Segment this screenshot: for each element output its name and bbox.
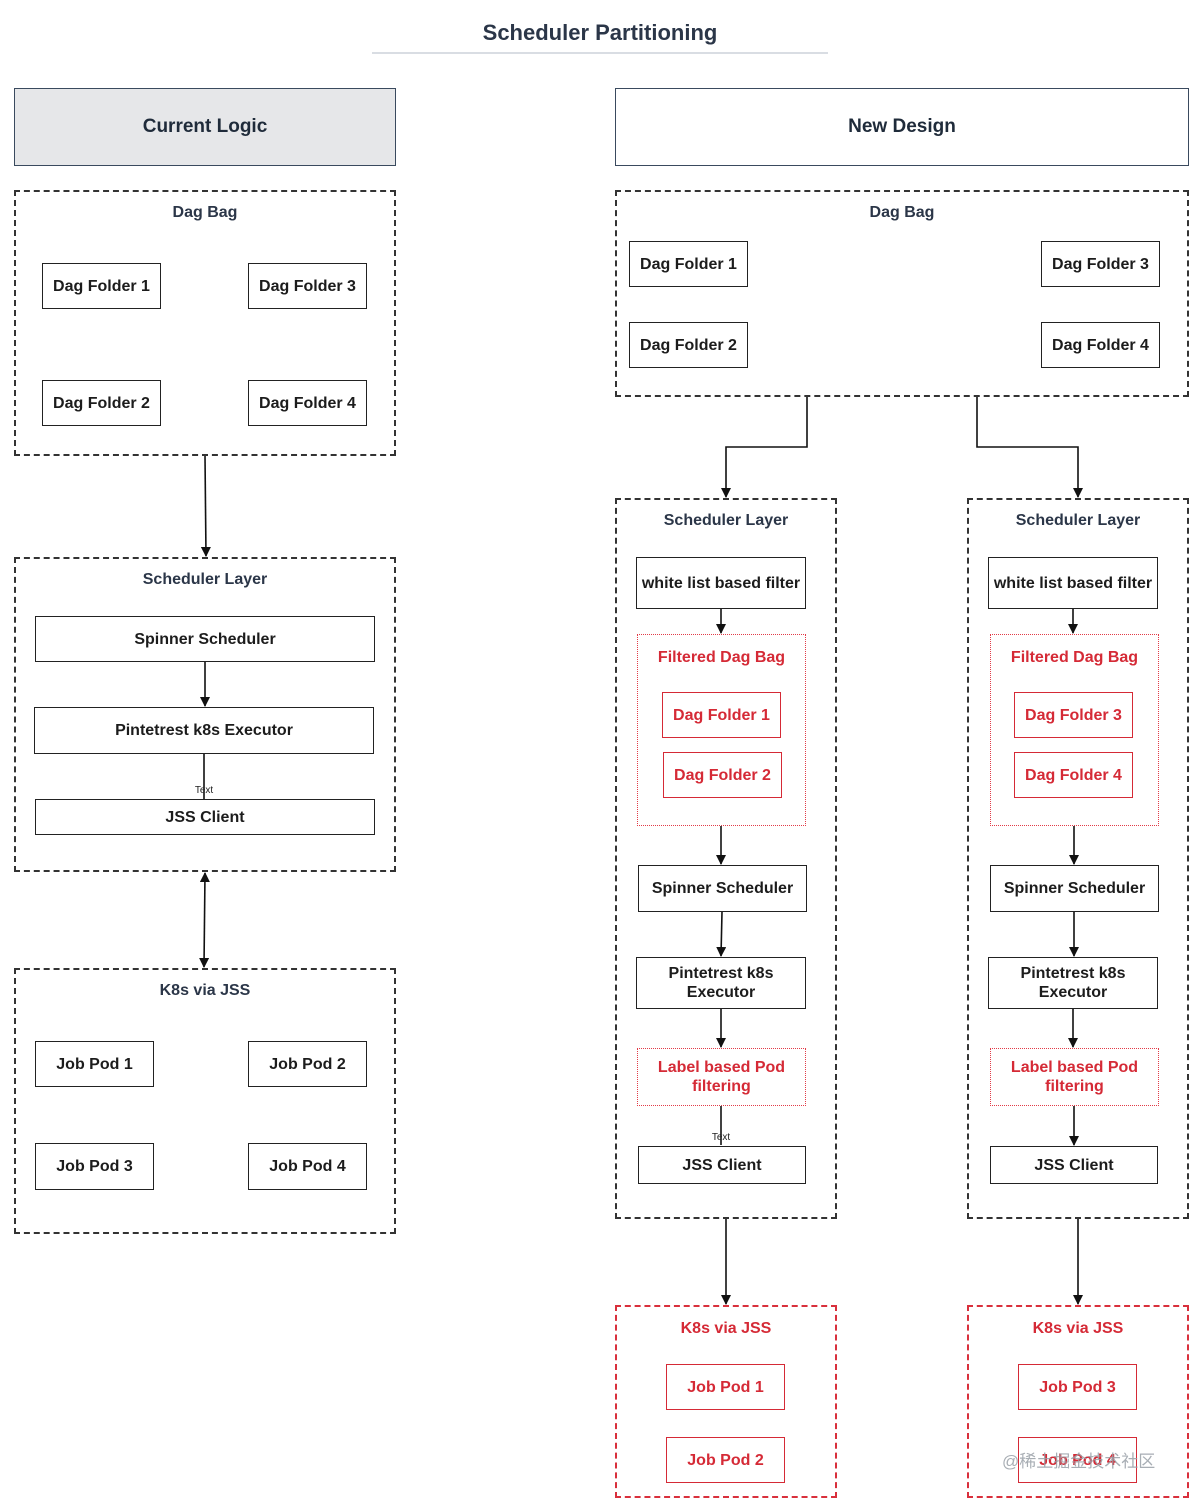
- edge-dagbag-scheduler: [200, 455, 211, 557]
- partition-a-filtered-folder: Dag Folder 2: [663, 752, 782, 798]
- diagram-title: Scheduler Partitioning: [482, 20, 718, 45]
- partition-b-spinner-scheduler: Spinner Scheduler: [990, 865, 1159, 912]
- partition-b-scheduler-group: [967, 498, 1189, 1219]
- current-logic-header: Current Logic: [14, 88, 396, 166]
- left-scheduler-layer-label: Scheduler Layer: [142, 571, 268, 588]
- left-scheduler-layer-group: [14, 557, 396, 872]
- partition-b-job-pod: Job Pod 4: [1018, 1437, 1137, 1483]
- edge-scheduler-k8s: [199, 872, 210, 968]
- edge-a-spinner-executor: [716, 911, 727, 957]
- right-dag-bag-group: [615, 190, 1189, 397]
- left-dag-folder: Dag Folder 1: [42, 263, 161, 309]
- left-dag-folder: Dag Folder 2: [42, 380, 161, 426]
- partition-b-k8s-executor: Pintetrest k8s Executor: [988, 957, 1158, 1009]
- partition-a-jss-client: JSS Client: [638, 1146, 806, 1184]
- left-dag-bag-group: [14, 190, 396, 456]
- left-edge-text: Text: [194, 785, 214, 796]
- partition-a-k8s-executor: Pintetrest k8s Executor: [636, 957, 806, 1009]
- partition-b-k8s-group: [967, 1305, 1189, 1498]
- right-dag-folder: Dag Folder 3: [1041, 241, 1160, 287]
- left-dag-folder: Dag Folder 3: [248, 263, 367, 309]
- left-k8s-label: K8s via JSS: [159, 982, 251, 999]
- partition-b-job-pod: Job Pod 3: [1018, 1364, 1137, 1410]
- left-dag-bag-label: Dag Bag: [172, 204, 238, 221]
- title-underline: [372, 52, 828, 54]
- left-k8s-group: [14, 968, 396, 1234]
- partition-b-label-pod-filtering: Label based Pod filtering: [990, 1048, 1159, 1106]
- edge-dagbag-scheduler-b: [976, 397, 1083, 498]
- partition-b-filtered-folder: Dag Folder 4: [1014, 752, 1133, 798]
- partition-b-filtered-label: Filtered Dag Bag: [1010, 649, 1139, 666]
- right-dag-bag-label: Dag Bag: [869, 204, 935, 221]
- left-job-pod: Job Pod 3: [35, 1143, 154, 1190]
- left-k8s-executor: Pintetrest k8s Executor: [34, 707, 374, 754]
- partition-a-job-pod: Job Pod 2: [666, 1437, 785, 1483]
- left-job-pod: Job Pod 4: [248, 1143, 367, 1190]
- new-design-header: New Design: [615, 88, 1189, 166]
- partition-a-filtered-label: Filtered Dag Bag: [657, 649, 786, 666]
- right-dag-folder: Dag Folder 2: [629, 322, 748, 368]
- partition-b-scheduler-label: Scheduler Layer: [1015, 512, 1141, 529]
- partition-a-k8s-group: [615, 1305, 837, 1498]
- partition-a-filtered-folder: Dag Folder 1: [662, 692, 781, 738]
- right-dag-folder: Dag Folder 1: [629, 241, 748, 287]
- partition-b-k8s-label: K8s via JSS: [1032, 1320, 1124, 1337]
- partition-a-scheduler-group: [615, 498, 837, 1219]
- partition-a-spinner-scheduler: Spinner Scheduler: [638, 865, 807, 912]
- left-jss-client: JSS Client: [35, 799, 375, 835]
- partition-a-scheduler-label: Scheduler Layer: [663, 512, 789, 529]
- partition-b-whitelist-filter: white list based filter: [988, 557, 1158, 609]
- left-dag-folder: Dag Folder 4: [248, 380, 367, 426]
- partition-b-filtered-folder: Dag Folder 3: [1014, 692, 1133, 738]
- partition-b-filtered-dag-bag: [990, 634, 1159, 826]
- left-job-pod: Job Pod 2: [248, 1041, 367, 1087]
- edge-dagbag-scheduler-a: [721, 397, 808, 498]
- watermark-text: @稀土掘金技术社区: [1002, 1452, 1156, 1471]
- partition-b-jss-client: JSS Client: [990, 1146, 1158, 1184]
- left-job-pod: Job Pod 1: [35, 1041, 154, 1087]
- partition-a-edge-text: Text: [711, 1132, 731, 1143]
- partition-a-label-pod-filtering: Label based Pod filtering: [637, 1048, 806, 1106]
- partition-a-job-pod: Job Pod 1: [666, 1364, 785, 1410]
- partition-a-filtered-dag-bag: [637, 634, 806, 826]
- right-dag-folder: Dag Folder 4: [1041, 322, 1160, 368]
- left-spinner-scheduler: Spinner Scheduler: [35, 616, 375, 662]
- partition-a-k8s-label: K8s via JSS: [680, 1320, 772, 1337]
- partition-a-whitelist-filter: white list based filter: [636, 557, 806, 609]
